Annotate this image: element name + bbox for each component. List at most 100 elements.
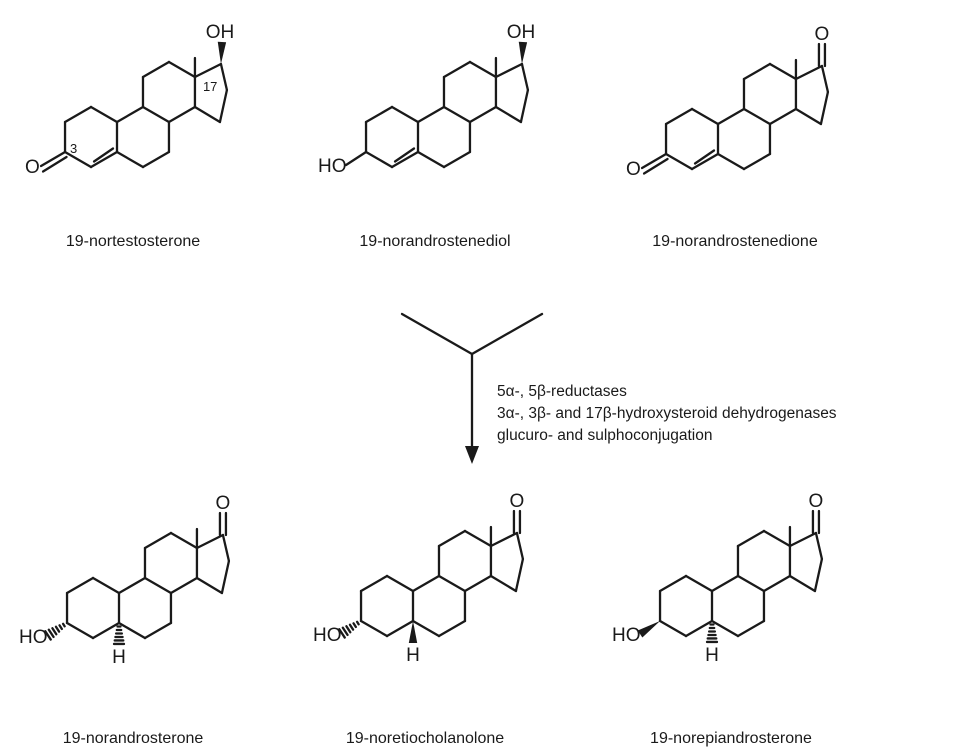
bond-C1-C2: [63, 105, 93, 124]
arrow-right-branch: [470, 312, 544, 356]
double-bond-C4-C5: [693, 149, 716, 165]
bond-C16-C17: [820, 64, 830, 94]
substituent-3-label: O: [626, 159, 641, 180]
bond-C15-C16: [819, 90, 830, 126]
bond-C17-C13: [494, 62, 524, 79]
hashed-bond-3: [338, 620, 360, 639]
bond-C17-C13: [489, 531, 519, 548]
bond-C17-C13: [195, 533, 225, 550]
bond-C17-C13: [794, 64, 824, 81]
substituent-5-label: H: [406, 645, 420, 666]
carbonyl-3-bond-2: [642, 157, 669, 175]
bond-C14-C15: [489, 574, 518, 593]
bond-C3-C4: [63, 150, 93, 169]
bond-C10-C1: [385, 574, 415, 593]
bond-C1-C2: [658, 574, 688, 593]
substituent-17-label: O: [216, 493, 231, 514]
substituent-17-label: O: [815, 24, 830, 45]
bond-C1-C2: [65, 576, 95, 595]
bond-C8-C9: [442, 105, 472, 124]
substituent-3-label: HO: [612, 625, 641, 646]
hashed-bond-3-hash: [341, 626, 349, 637]
bond-C9-C10: [716, 107, 746, 126]
substituent-3-label: HO: [19, 627, 48, 648]
hashed-bond-3-hash: [61, 622, 66, 628]
molecule-caption: 19-norandrosterone: [63, 730, 204, 747]
bond-C10-C1: [390, 105, 420, 124]
bond-C11-C12: [736, 529, 766, 548]
bond-C8-C9: [742, 107, 772, 126]
molecule-3: O O 19-norandrostenedione: [626, 24, 829, 250]
bond-C14-C8: [463, 574, 493, 593]
bond-C14-C8: [768, 107, 798, 126]
bond-C3-C4: [664, 152, 694, 171]
bond-C11-C12: [442, 60, 472, 79]
arrow-left-branch: [400, 312, 474, 356]
bond-C14-C15: [788, 574, 817, 593]
enzyme-note-reductases: 5α-, 5β-reductases: [497, 383, 627, 400]
substituent-3-label: HO: [313, 625, 342, 646]
hashed-bond-3: [44, 622, 66, 641]
bond-C14-C8: [167, 105, 197, 124]
bond-C12-C13: [169, 531, 199, 550]
bond-C4-C5: [690, 152, 720, 171]
bond-C12-C13: [468, 60, 498, 79]
bond-C12-C13: [768, 62, 798, 81]
position-3-number: 3: [70, 141, 77, 156]
bond-C4-C5: [684, 619, 714, 638]
bond-C10-C1: [690, 107, 720, 126]
bond-C8-C9: [143, 576, 173, 595]
hashed-bond-3-hash: [58, 624, 64, 631]
bond-C9-C10: [117, 576, 147, 595]
bond-C9-C10: [411, 574, 441, 593]
molecule-caption: 19-nortestosterone: [66, 233, 200, 250]
bond-C3-C4: [359, 619, 389, 638]
position-17-number: 17: [203, 79, 217, 94]
hashed-bond-3-hash: [44, 630, 52, 641]
bond-C1-C2: [359, 574, 389, 593]
molecule-caption: 19-noretiocholanolone: [346, 730, 504, 747]
wedge-bond-17: [217, 41, 227, 64]
bond-C14-C15: [494, 105, 523, 124]
molecule-caption: 19-norandrostenedione: [652, 233, 818, 250]
wedge-bond-3: [637, 621, 661, 638]
hashed-bond-3-hash: [338, 628, 346, 639]
bond-C3-C4: [65, 621, 95, 640]
bond-C6-C7: [141, 150, 171, 169]
bond-C5-C6: [115, 150, 145, 169]
bond-C17-C13: [193, 62, 223, 79]
bond-C4-C5: [89, 150, 119, 169]
bond-C5-C6: [416, 150, 446, 169]
bond-C16-C17: [515, 531, 525, 561]
substituent-17-label: O: [809, 491, 824, 512]
bond-C5-C6: [117, 621, 147, 640]
bond-C14-C8: [468, 105, 498, 124]
bond-C4-C5: [385, 619, 415, 638]
substituent-17-label: OH: [507, 22, 536, 43]
bond-C8-C9: [736, 574, 766, 593]
bond-C15-C16: [519, 88, 530, 124]
substituent-5-label: H: [705, 645, 719, 666]
bond-C17-C13: [788, 531, 818, 548]
wedge-bond-17: [518, 41, 528, 64]
double-bond-C4-C5: [92, 147, 115, 163]
wedge-bond-5H: [408, 621, 418, 643]
bond-C5-C6: [411, 619, 441, 638]
arrow-head: [465, 446, 479, 464]
bond-C8-C9: [141, 105, 171, 124]
enzyme-note-dehydrogenases: 3α-, 3β- and 17β-hydroxysteroid dehydrog…: [497, 405, 837, 422]
hashed-bond-3-hash: [355, 620, 360, 626]
bond-C5-C6: [710, 619, 740, 638]
double-bond-C4-C5: [393, 147, 416, 163]
substituent-3-label: O: [25, 157, 40, 178]
enzyme-notes: 5α-, 5β-reductases 3α-, 3β- and 17β-hydr…: [497, 383, 837, 444]
bond-C9-C10: [710, 574, 740, 593]
bond-C11-C12: [742, 62, 772, 81]
hashed-bond-5H: [705, 623, 719, 644]
molecule-caption: 19-norepiandrosterone: [650, 730, 812, 747]
bond-C6-C7: [742, 152, 772, 171]
